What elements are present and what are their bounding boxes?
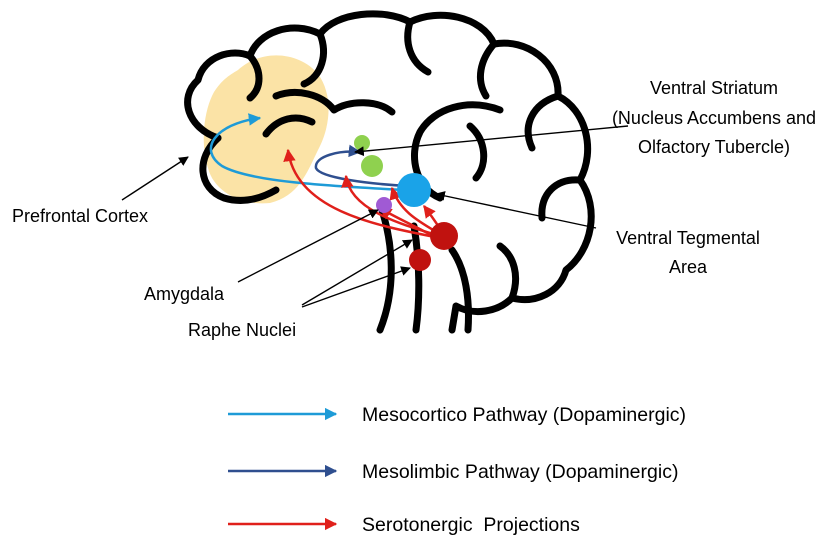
label-vta-line1: Ventral Tegmental xyxy=(616,228,760,248)
ventral-striatum-node-lower xyxy=(361,155,383,177)
label-vta-line2: Area xyxy=(669,257,708,277)
legend-mesocortico-label: Mesocortico Pathway (Dopaminergic) xyxy=(362,404,686,426)
label-ventral-striatum-sub1: (Nucleus Accumbens and xyxy=(612,108,816,128)
raphe-nucleus-lower xyxy=(409,249,431,271)
vta-leader-line xyxy=(436,194,596,228)
amygdala-leader-line xyxy=(238,210,378,282)
label-prefrontal-cortex: Prefrontal Cortex xyxy=(12,206,148,226)
label-ventral-striatum-sub2: Olfactory Tubercle) xyxy=(638,137,790,157)
vta-node xyxy=(397,173,431,207)
legend: Mesocortico Pathway (Dopaminergic) Mesol… xyxy=(228,404,686,536)
label-raphe-nuclei: Raphe Nuclei xyxy=(188,320,296,340)
legend-serotonergic-label: Serotonergic Projections xyxy=(362,514,580,536)
raphe-nucleus-upper xyxy=(430,222,458,250)
prefrontal-leader-line xyxy=(122,157,188,200)
label-amygdala: Amygdala xyxy=(144,284,225,304)
legend-mesolimbic-label: Mesolimbic Pathway (Dopaminergic) xyxy=(362,461,678,483)
label-ventral-striatum-title: Ventral Striatum xyxy=(650,78,778,98)
ventral-striatum-node-upper xyxy=(354,135,370,151)
amygdala-node xyxy=(376,197,392,213)
